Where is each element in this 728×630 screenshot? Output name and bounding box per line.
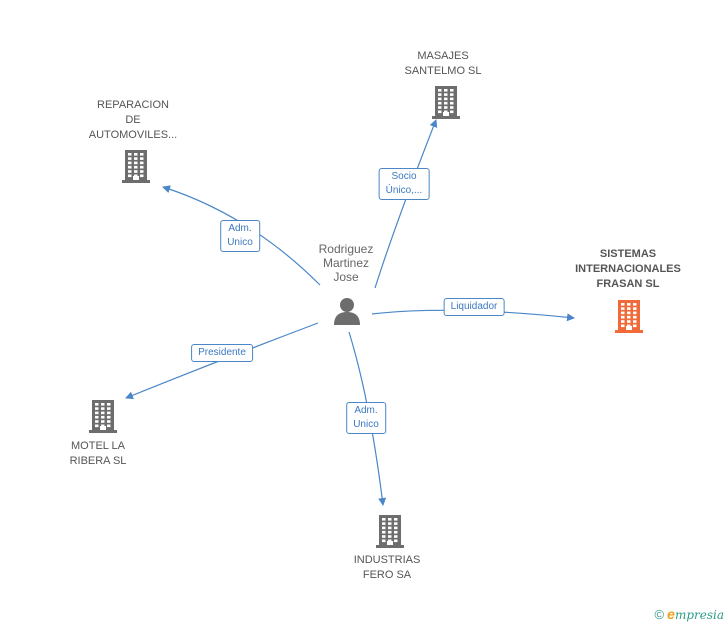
person-name-line: Rodriguez (318, 242, 374, 256)
building-icon[interactable] (88, 399, 118, 433)
company-label-line: AUTOMOVILES... (88, 129, 178, 141)
company-label-reparacion: REPARACION DE AUTOMOVILES... (83, 98, 183, 143)
edge-label-line: Adm. (354, 405, 378, 416)
building-icon[interactable] (375, 514, 405, 548)
building-icon[interactable] (614, 299, 644, 333)
company-label-line: SISTEMAS (599, 248, 657, 260)
building-icon[interactable] (121, 149, 151, 183)
person-icon[interactable] (332, 296, 362, 326)
copyright-symbol: © (654, 607, 665, 622)
company-label-line: FERO SA (362, 569, 412, 581)
building-icon[interactable] (431, 85, 461, 119)
company-label-sistemas: SISTEMAS INTERNACIONALES FRASAN SL (566, 247, 690, 292)
edge-label-line: Presidente (198, 347, 246, 358)
person-name-line: Martinez (322, 256, 369, 270)
edge-label-presidente[interactable]: Presidente (191, 344, 253, 362)
edge-label-line: Socio (391, 171, 417, 182)
edge-label-liquidador[interactable]: Liquidador (443, 298, 505, 316)
company-label-masajes: MASAJES SANTELMO SL (393, 49, 493, 79)
company-label-line: MOTEL LA (71, 440, 125, 452)
footer-brand: ©empresia (655, 606, 724, 622)
edge-label-line: Único,... (385, 185, 423, 196)
person-name-line: Jose (333, 270, 359, 284)
company-label-motel: MOTEL LA RIBERA SL (48, 439, 148, 469)
person-name-label: Rodriguez Martinez Jose (308, 242, 384, 284)
edge-label-line: Adm. (228, 223, 252, 234)
brand-logo-initial: e (667, 606, 675, 622)
edge-label-line: Liquidador (450, 301, 498, 312)
brand-logo-text: mpresia (674, 608, 724, 622)
company-label-line: INTERNACIONALES (575, 263, 681, 275)
company-label-line: REPARACION (97, 99, 169, 111)
company-label-line: SANTELMO SL (404, 65, 482, 77)
company-label-line: MASAJES (417, 50, 469, 62)
company-label-line: INDUSTRIAS (353, 554, 421, 566)
edge-label-line: Unico (353, 419, 379, 430)
edge-label-adm-unico-industrias[interactable]: Adm. Unico (346, 402, 386, 434)
company-label-line: FRASAN SL (596, 278, 660, 290)
edge-label-line: Unico (227, 237, 253, 248)
edge-label-adm-unico-reparacion[interactable]: Adm. Unico (220, 220, 260, 252)
company-label-industrias: INDUSTRIAS FERO SA (337, 553, 437, 583)
company-label-line: RIBERA SL (69, 455, 127, 467)
company-label-line: DE (125, 114, 141, 126)
edge-label-socio-unico[interactable]: Socio Único,... (378, 168, 430, 200)
edge-arrow-masajes (374, 119, 438, 289)
